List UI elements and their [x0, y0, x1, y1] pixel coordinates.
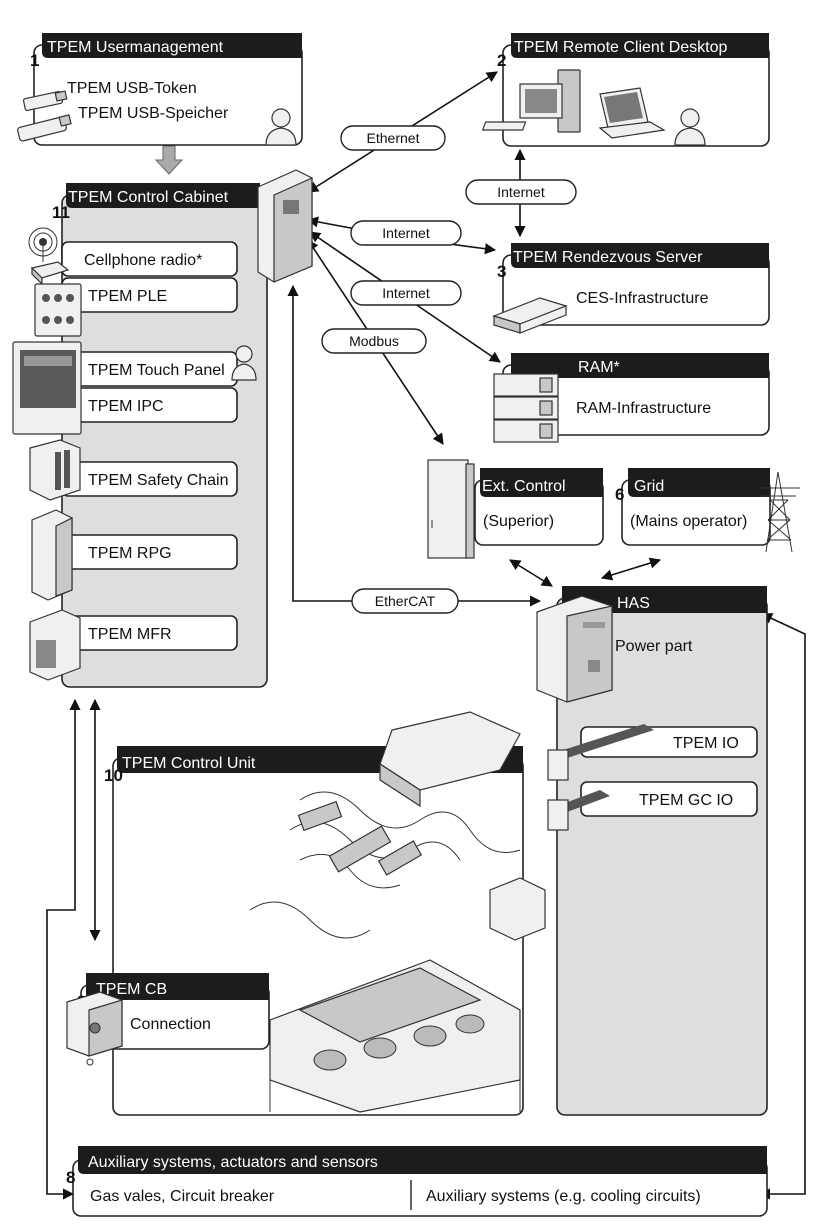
- svg-text:Modbus: Modbus: [349, 333, 399, 349]
- down-arrow-icon: [154, 145, 184, 175]
- control-cabinet-box: TPEM Control Cabinet 11 Cellphone radio*…: [12, 169, 313, 688]
- power-part-label: Power part: [615, 638, 693, 655]
- cb-box-icon: [66, 991, 123, 1066]
- grid-title: Grid: [634, 478, 664, 495]
- ext-control-subtitle: (Superior): [483, 513, 554, 530]
- usb-token-icon: [22, 90, 68, 112]
- user-icon: [231, 345, 257, 381]
- io-module-icon: [547, 724, 654, 781]
- tpem-mfr-label: TPEM MFR: [88, 626, 172, 643]
- svg-text:Internet: Internet: [382, 285, 430, 301]
- ces-infrastructure-label: CES-Infrastructure: [576, 290, 709, 307]
- usb-stick-icon: [17, 114, 72, 142]
- desktop-computer-icon: [481, 69, 581, 133]
- has-title: HAS: [617, 595, 650, 612]
- tpem-ple-label: TPEM PLE: [88, 288, 167, 305]
- rpg-module-icon: [31, 509, 73, 601]
- rendezvous-box: TPEM Rendezvous Server 3 CES-Infrastruct…: [492, 243, 770, 334]
- ethernet-label: Ethernet: [340, 125, 446, 151]
- control-unit-title: TPEM Control Unit: [122, 755, 256, 772]
- cb-connection-label: Connection: [130, 1016, 211, 1033]
- tpem-safety-chain-label: TPEM Safety Chain: [88, 472, 229, 489]
- control-unit-box: TPEM Control Unit 10: [104, 711, 546, 1116]
- tpem-gc-io-label: TPEM GC IO: [639, 792, 733, 809]
- remote-client-box: TPEM Remote Client Desktop 2: [481, 33, 770, 147]
- grid-has-connection: [600, 557, 662, 581]
- ple-module-icon: [34, 283, 82, 337]
- grid-number: 6: [615, 485, 624, 504]
- server-icon: [492, 297, 568, 334]
- usb-speicher-label: TPEM USB-Speicher: [78, 105, 229, 122]
- rendezvous-number: 3: [497, 262, 506, 281]
- safety-chain-module-icon: [29, 439, 81, 501]
- ram-box: RAM* 4 RAM-Infrastructure: [493, 353, 770, 443]
- remote-client-title: TPEM Remote Client Desktop: [514, 39, 728, 56]
- auxiliary-title: Auxiliary systems, actuators and sensors: [88, 1154, 378, 1171]
- power-part-cabinet-icon: [536, 595, 613, 703]
- user-icon: [674, 108, 706, 146]
- svg-text:Internet: Internet: [497, 184, 545, 200]
- rendezvous-title: TPEM Rendezvous Server: [513, 249, 703, 266]
- grid-box: Grid 6 (Mains operator): [615, 468, 800, 553]
- auxiliary-systems-label: Auxiliary systems (e.g. cooling circuits…: [426, 1188, 701, 1205]
- control-unit-number: 10: [104, 766, 123, 785]
- auxiliary-box: Auxiliary systems, actuators and sensors…: [66, 1146, 768, 1217]
- engine-harness-illustration: [249, 711, 546, 1113]
- server-rack-icon: [493, 373, 559, 443]
- remote-client-number: 2: [497, 51, 506, 70]
- svg-text:Ethernet: Ethernet: [367, 130, 420, 146]
- ram-title: RAM*: [578, 359, 620, 376]
- ram-infrastructure-label: RAM-Infrastructure: [576, 400, 711, 417]
- mfr-module-icon: [29, 609, 81, 681]
- power-tower-icon: [758, 471, 800, 553]
- control-cabinet-icon: [257, 169, 313, 283]
- ext-control-has-connection: [509, 559, 553, 587]
- cellphone-radio-label: Cellphone radio*: [84, 252, 202, 269]
- tpem-io-label: TPEM IO: [673, 735, 739, 752]
- usermanagement-box: TPEM Usermanagement 1 TPEM USB-Token TPE…: [17, 33, 303, 146]
- control-cabinet-number: 11: [52, 203, 70, 222]
- internet-rendezvous-label: Internet: [350, 220, 462, 246]
- modbus-label: Modbus: [321, 328, 427, 354]
- cb-box: TPEM CB 9 Connection: [66, 973, 270, 1066]
- internet-remote-label: Internet: [465, 179, 577, 205]
- cabinet-auxiliary-connection: [46, 698, 81, 1200]
- touch-panel-icon: [12, 341, 82, 435]
- tpem-touch-panel-label: TPEM Touch Panel: [88, 362, 225, 379]
- laptop-icon: [598, 87, 666, 139]
- tpem-rpg-label: TPEM RPG: [88, 545, 172, 562]
- control-cabinet-icon: [427, 459, 475, 559]
- antenna-radio-icon: [28, 227, 70, 286]
- ethercat-label: EtherCAT: [351, 588, 459, 614]
- ext-control-title: Ext. Control: [482, 478, 566, 495]
- control-cabinet-title: TPEM Control Cabinet: [68, 189, 229, 206]
- gas-vales-label: Gas vales, Circuit breaker: [90, 1188, 275, 1205]
- usermanagement-number: 1: [30, 51, 39, 70]
- has-auxiliary-connection: [758, 613, 806, 1200]
- usermanagement-title: TPEM Usermanagement: [47, 39, 224, 56]
- usb-token-label: TPEM USB-Token: [67, 80, 197, 97]
- internet-ram-label: Internet: [350, 280, 462, 306]
- auxiliary-number: 8: [66, 1168, 75, 1187]
- svg-text:Internet: Internet: [382, 225, 430, 241]
- svg-text:EtherCAT: EtherCAT: [375, 593, 436, 609]
- cb-title: TPEM CB: [96, 981, 167, 998]
- io-module-icon: [547, 790, 610, 831]
- grid-subtitle: (Mains operator): [630, 513, 747, 530]
- tpem-ipc-label: TPEM IPC: [88, 398, 164, 415]
- user-icon: [265, 108, 297, 146]
- ext-control-box: Ext. Control 5 (Superior): [427, 459, 604, 559]
- has-box: HAS 7 Power part TPEM IO TPEM GC IO: [536, 586, 768, 1116]
